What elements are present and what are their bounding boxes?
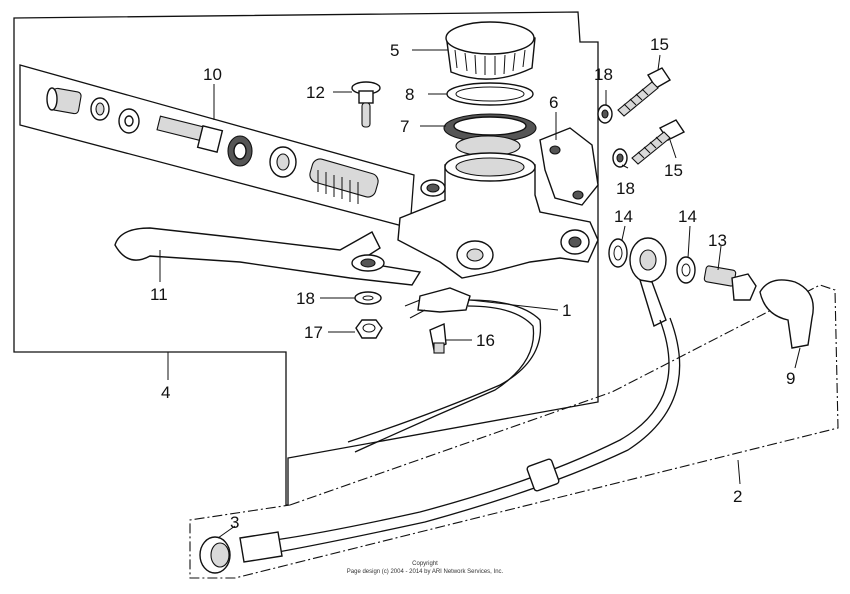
nut-17 xyxy=(355,319,383,339)
callout-14-left: 14 xyxy=(614,207,633,226)
reservoir-cap-5 xyxy=(445,21,536,80)
callout-15-upper: 15 xyxy=(650,35,669,54)
seal-kit-parts xyxy=(46,87,379,204)
screw-12 xyxy=(351,81,381,128)
callout-13: 13 xyxy=(708,231,727,250)
callout-2: 2 xyxy=(733,487,742,506)
callout-17: 17 xyxy=(304,323,323,342)
diaphragm-plate-8 xyxy=(446,82,534,106)
diaphragm-7 xyxy=(443,113,537,157)
callout-4: 4 xyxy=(161,383,170,402)
oil-bolt-13 xyxy=(703,265,757,301)
rubber-cap-9 xyxy=(759,279,814,349)
assembly-boundary-4 xyxy=(13,11,599,506)
brake-switch-1 xyxy=(347,287,542,453)
brake-lever-11 xyxy=(114,227,422,286)
callout-6: 6 xyxy=(549,93,558,112)
callout-16: 16 xyxy=(476,331,495,350)
bolt-15-lower xyxy=(631,119,686,165)
callout-10: 10 xyxy=(203,65,222,84)
holder-clamp-6 xyxy=(539,127,599,206)
callout-1: 1 xyxy=(562,301,571,320)
assembly-boundary-2 xyxy=(189,284,839,579)
callout-14-right: 14 xyxy=(678,207,697,226)
callout-3: 3 xyxy=(230,513,239,532)
callout-7: 7 xyxy=(400,117,409,136)
sealing-washer-14-right xyxy=(676,256,696,284)
bleeder-16 xyxy=(429,322,447,354)
callout-12: 12 xyxy=(306,83,325,102)
callout-18-lever: 18 xyxy=(296,289,315,308)
callout-8: 8 xyxy=(405,85,414,104)
master-cylinder-body xyxy=(397,152,599,279)
callout-5: 5 xyxy=(390,41,399,60)
callout-11: 11 xyxy=(150,285,168,304)
leader-lines xyxy=(159,49,801,539)
sealing-washer-14-left xyxy=(608,238,628,268)
copyright-line1: Copyright xyxy=(412,561,438,567)
washer-18-lever xyxy=(354,291,382,305)
bolt-15-upper xyxy=(617,67,671,117)
callout-18-upper: 18 xyxy=(594,65,613,84)
dust-cap-3 xyxy=(199,536,231,574)
brake-hose-2 xyxy=(239,317,681,563)
callout-18-lower: 18 xyxy=(616,179,635,198)
callout-15-lower: 15 xyxy=(664,161,683,180)
callout-9: 9 xyxy=(786,369,795,388)
hose-banjo-fitting xyxy=(629,237,667,327)
callouts: 5 8 7 6 12 10 11 18 17 16 1 4 18 15 18 1… xyxy=(150,35,795,532)
copyright-line2: Page design (c) 2004 - 2014 by ARI Netwo… xyxy=(347,569,504,575)
